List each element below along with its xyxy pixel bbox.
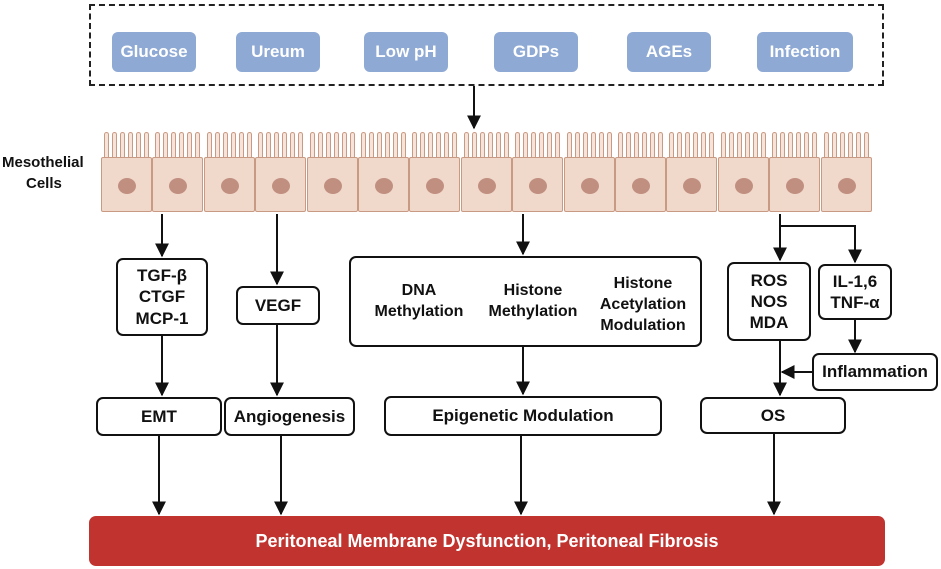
microvilli — [152, 131, 203, 158]
cell-nucleus — [632, 178, 650, 194]
cell-nucleus — [426, 178, 444, 194]
factor-glucose: Glucose — [112, 32, 196, 72]
ros-label: ROS — [750, 270, 788, 290]
mesothelial-cell — [666, 157, 717, 212]
cell-nucleus — [272, 178, 290, 194]
mesothelial-cell — [204, 157, 255, 212]
tnf-alpha-label: TNF-α — [830, 293, 880, 312]
microvilli — [769, 131, 820, 158]
factor-ages: AGEs — [627, 32, 711, 72]
inflammation-label: Inflammation — [822, 362, 928, 382]
cell-nucleus — [838, 178, 856, 194]
histone-acetylation-line-2: Acetylation — [599, 295, 687, 313]
cell-nucleus — [478, 178, 496, 194]
cell-nucleus — [786, 178, 804, 194]
os-label: OS — [760, 405, 786, 425]
cell-nucleus — [529, 178, 547, 194]
microvilli — [821, 131, 872, 158]
tgf-ctgf-mcp1-box: TGF-β CTGF MCP-1 — [116, 258, 208, 336]
dna-label-line-2: Methylation — [374, 302, 464, 320]
risk-factors-frame — [89, 4, 884, 86]
os-box: OS — [700, 397, 846, 434]
mesothelial-cell — [101, 157, 152, 212]
mesothelial-cell — [152, 157, 203, 212]
cell-nucleus — [581, 178, 599, 194]
cytokines-box: IL-1,6 TNF-α — [818, 264, 892, 320]
cells-label-line-1: Mesothelial — [2, 154, 84, 171]
vegf-label: VEGF — [254, 295, 302, 315]
microvilli — [564, 131, 615, 158]
inflammation-box: Inflammation — [812, 353, 938, 391]
mesothelial-cell — [821, 157, 872, 212]
microvilli — [358, 131, 409, 158]
emt-box: EMT — [96, 397, 222, 436]
cell-nucleus — [169, 178, 187, 194]
microvilli — [307, 131, 358, 158]
microvilli — [461, 131, 512, 158]
cell-nucleus — [221, 178, 239, 194]
peritoneal-fibrosis-outcome-bar: Peritoneal Membrane Dysfunction, Periton… — [89, 516, 885, 566]
histone-acetylation-line-1: Histone — [613, 275, 673, 292]
dna-label-line-1: DNA — [401, 282, 437, 299]
mesothelial-cell — [358, 157, 409, 212]
factor-infection: Infection — [757, 32, 853, 72]
mesothelial-cell — [718, 157, 769, 212]
epigenetic-modulation-label: Epigenetic Modulation — [432, 406, 614, 426]
mcp1-label: MCP-1 — [135, 308, 189, 328]
histone-methylation-line-1: Histone — [503, 282, 563, 299]
histone-acetylation-line-3: Modulation — [600, 316, 686, 334]
factor-ureum: Ureum — [236, 32, 320, 72]
microvilli — [101, 131, 152, 158]
angiogenesis-label: Angiogenesis — [233, 406, 346, 426]
factor-gdps: GDPs — [494, 32, 578, 72]
dna-methylation-label: DNA Methylation — [366, 281, 472, 323]
tgf-label: TGF-β — [136, 266, 188, 286]
cell-nucleus — [735, 178, 753, 194]
histone-methylation-label: Histone Methylation — [480, 281, 586, 323]
factor-low-ph: Low pH — [364, 32, 448, 72]
arrow-cells-to-cytokines — [779, 214, 862, 264]
ros-nos-mda-box: ROS NOS MDA — [727, 262, 811, 341]
emt-label: EMT — [141, 406, 177, 426]
cell-nucleus — [118, 178, 136, 194]
angiogenesis-box: Angiogenesis — [224, 397, 355, 436]
cell-nucleus — [375, 178, 393, 194]
cells-label-line-2: Cells — [26, 175, 62, 192]
il16-label: IL-1,6 — [832, 271, 878, 291]
microvilli — [666, 131, 717, 158]
ctgf-label: CTGF — [138, 287, 186, 307]
nos-label: NOS — [750, 291, 788, 311]
microvilli — [718, 131, 769, 158]
cell-nucleus — [324, 178, 342, 194]
epigenetic-mechanisms-box — [349, 256, 702, 347]
microvilli — [512, 131, 563, 158]
mesothelial-cell — [564, 157, 615, 212]
microvilli — [615, 131, 666, 158]
epigenetic-modulation-box: Epigenetic Modulation — [384, 396, 662, 436]
mesothelial-cell — [615, 157, 666, 212]
mesothelial-cell — [307, 157, 358, 212]
histone-methylation-line-2: Methylation — [488, 302, 578, 320]
mesothelial-cell — [461, 157, 512, 212]
histone-acetylation-label: Histone Acetylation Modulation — [590, 274, 696, 336]
mda-label: MDA — [749, 313, 789, 333]
mesothelial-cell — [769, 157, 820, 212]
final-outcome-label: Peritoneal Membrane Dysfunction, Periton… — [255, 530, 719, 551]
mesothelial-cell — [255, 157, 306, 212]
mesothelial-cells-label: Mesothelial Cells — [2, 152, 84, 194]
vegf-box: VEGF — [236, 286, 320, 325]
mesothelial-cell — [409, 157, 460, 212]
mesothelial-cell — [512, 157, 563, 212]
microvilli — [255, 131, 306, 158]
cell-nucleus — [683, 178, 701, 194]
microvilli — [409, 131, 460, 158]
microvilli — [204, 131, 255, 158]
